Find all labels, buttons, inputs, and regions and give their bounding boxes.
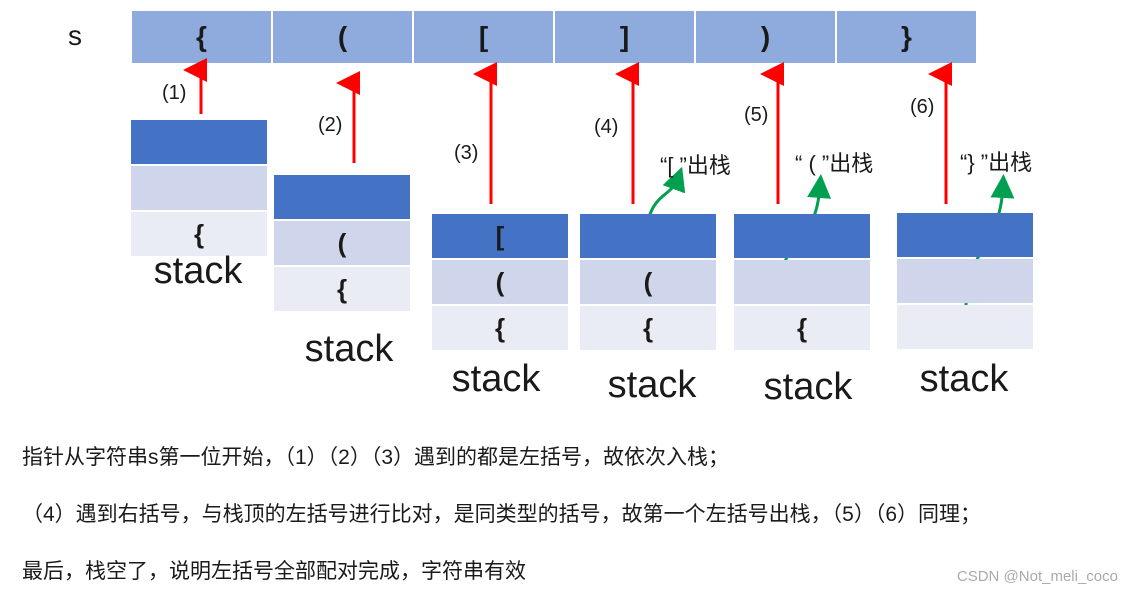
watermark: CSDN @Not_meli_coco — [956, 568, 1118, 585]
stack-middle-cell — [734, 260, 870, 304]
step-label: (4) — [594, 116, 619, 138]
stack-bottom-cell: { — [432, 306, 568, 350]
string-s-label: s — [68, 20, 82, 51]
step-label: (5) — [744, 104, 769, 126]
stack-top-cell — [734, 214, 870, 258]
explanation-line-1: 指针从字符串s第一位开始，（1）（2）（3）遇到的都是左括号，故依次入栈； — [22, 446, 730, 469]
s-char-cell: ( — [273, 11, 414, 63]
s-char-cell: } — [837, 11, 976, 63]
explanation-line-2: （4）遇到右括号，与栈顶的左括号进行比对，是同类型的括号，故第一个左括号出栈，（… — [22, 503, 982, 526]
s-char-cell: [ — [414, 11, 555, 63]
stack-label: stack — [919, 358, 1009, 400]
step-label: (6) — [910, 96, 935, 118]
stack-bottom-cell — [897, 305, 1033, 349]
stack-label: stack — [153, 250, 243, 292]
stack-3: [ ( { — [432, 214, 568, 352]
stack-6 — [897, 213, 1033, 351]
stack-bottom-cell: { — [274, 267, 410, 311]
stack-top-cell — [580, 214, 716, 258]
explanation-line-3: 最后，栈空了，说明左括号全部配对完成，字符串有效 — [22, 560, 526, 583]
stack-bottom-cell: { — [734, 306, 870, 350]
s-char-cell: ) — [696, 11, 837, 63]
stack-middle-cell: ( — [432, 260, 568, 304]
stack-label: stack — [451, 358, 541, 400]
pop-note: “ ( ”出栈 — [795, 151, 874, 176]
stack-label: stack — [763, 366, 853, 408]
step-label: (3) — [454, 142, 479, 164]
stack-1: { — [131, 120, 267, 258]
stack-2: ( { — [274, 175, 410, 313]
stack-middle-cell — [897, 259, 1033, 303]
stack-middle-cell — [131, 166, 267, 210]
stack-label: stack — [607, 364, 697, 406]
s-char-cell: { — [132, 11, 273, 63]
stack-middle-cell: ( — [580, 260, 716, 304]
stack-top-cell — [897, 213, 1033, 257]
stack-label: stack — [304, 328, 394, 370]
s-char-cell: ] — [555, 11, 696, 63]
step-label: (1) — [162, 82, 187, 104]
step-label: (2) — [318, 114, 343, 136]
string-s-cells: { ( [ ] ) } — [132, 11, 976, 63]
stack-5: { — [734, 214, 870, 352]
stack-top-cell — [274, 175, 410, 219]
stack-4: ( { — [580, 214, 716, 352]
pop-note: “[ ”出栈 — [660, 153, 731, 178]
stack-top-cell — [131, 120, 267, 164]
stack-bottom-cell: { — [580, 306, 716, 350]
stack-top-cell: [ — [432, 214, 568, 258]
stack-bottom-cell: { — [131, 212, 267, 256]
stack-middle-cell: ( — [274, 221, 410, 265]
pop-note: “} ”出栈 — [960, 150, 1033, 175]
